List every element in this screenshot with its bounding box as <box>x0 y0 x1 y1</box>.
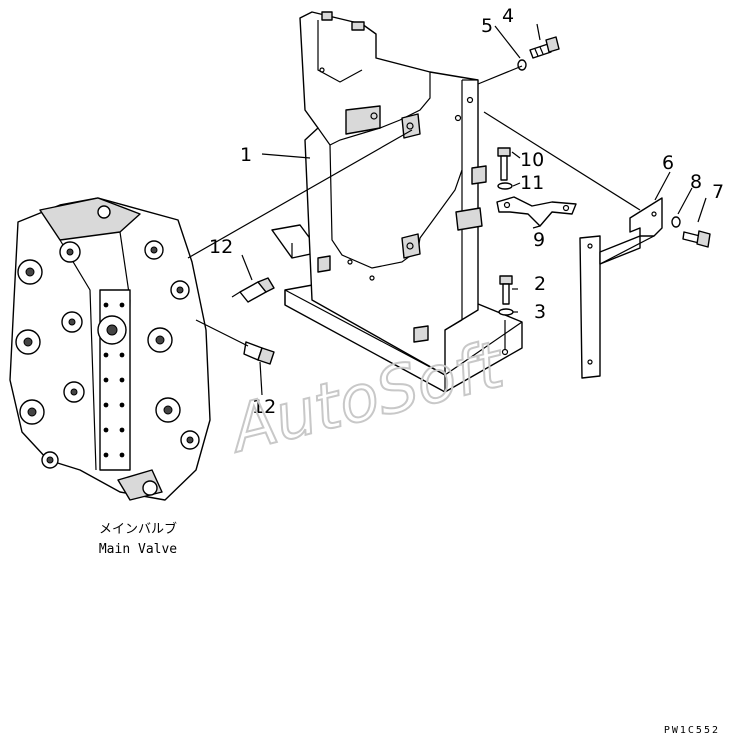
callout-2: 2 <box>534 273 546 295</box>
callout-4: 4 <box>502 5 514 27</box>
callout-9: 9 <box>533 229 545 251</box>
callout-8: 8 <box>690 171 702 193</box>
callout-1: 1 <box>240 144 252 166</box>
sensor-part-12-upper <box>231 277 275 303</box>
callout-3: 3 <box>534 301 546 323</box>
leader-lines <box>187 23 707 396</box>
washer-part-3 <box>498 308 514 316</box>
washer-part-11 <box>497 182 513 190</box>
washer-part-8 <box>671 216 681 228</box>
bracket-part-1 <box>271 11 523 393</box>
callout-12-lower: 12 <box>252 396 276 418</box>
callout-5: 5 <box>481 15 493 37</box>
bracket-part-6 <box>579 197 663 379</box>
main-valve <box>9 197 211 501</box>
bolt-part-4 <box>529 36 560 59</box>
bolt-part-7 <box>682 230 711 248</box>
caption-japanese: メインバルブ <box>99 521 177 537</box>
callout-10: 10 <box>520 149 544 171</box>
caption-english: Main Valve <box>99 542 177 557</box>
washer-part-5 <box>517 59 527 71</box>
clamp-part-9 <box>496 196 577 227</box>
drawing-code: PW1C552 <box>664 725 720 736</box>
sensor-part-12-lower <box>243 341 275 365</box>
bolt-part-2 <box>499 275 513 305</box>
callout-11: 11 <box>520 172 544 194</box>
callout-7: 7 <box>712 181 724 203</box>
callout-6: 6 <box>662 152 674 174</box>
callout-12-upper: 12 <box>209 236 233 258</box>
bolt-part-10 <box>497 147 511 181</box>
